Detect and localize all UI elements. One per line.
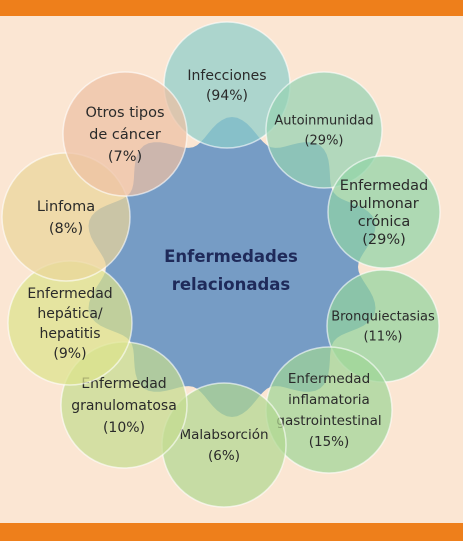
node-label-hepatica-2: hepática/ — [37, 306, 103, 322]
center-node: Enfermedades relacionadas — [88, 117, 376, 417]
node-label-pulmonar-3: crónica — [358, 214, 411, 230]
node-label-infecciones-1: Infecciones — [187, 68, 266, 84]
node-inflamatoria: Enfermedad inflamatoria gastrointestinal (1… — [265, 346, 393, 474]
node-label-pulmonar-1: Enfermedad — [340, 178, 428, 194]
node-label-hepatica-1: Enfermedad — [27, 286, 112, 302]
node-label-otros-1: Otros tipos — [85, 105, 164, 121]
node-label-linfoma-2: (8%) — [49, 221, 83, 237]
node-autoinmunidad: Autoinmunidad (29%) — [265, 71, 383, 189]
node-label-inflamatoria-4: (15%) — [309, 434, 350, 450]
node-label-hepatica-3: hepatitis — [39, 326, 100, 342]
node-circle-otros — [62, 71, 188, 197]
node-pulmonar: Enfermedad pulmonar crónica (29%) — [327, 155, 441, 269]
top-orange-band — [0, 0, 463, 16]
node-malabsorcion: Malabsorción (6%) — [161, 382, 287, 508]
node-label-infecciones-2: (94%) — [206, 88, 248, 104]
center-label-line1: Enfermedades — [164, 247, 298, 266]
node-label-otros-3: (7%) — [108, 149, 142, 165]
node-label-granulomatosa-2: granulomatosa — [71, 398, 177, 414]
node-label-linfoma-1: Linfoma — [37, 199, 95, 215]
node-hepatica: Enfermedad hepática/hepatitis (9%) — [7, 260, 133, 386]
bottom-orange-band — [0, 523, 463, 541]
node-label-autoinmunidad-1: Autoinmunidad — [274, 114, 373, 129]
node-label-bronquiectasias-2: (11%) — [363, 330, 402, 345]
node-label-inflamatoria-3: gastrointestinal — [276, 413, 381, 429]
node-label-pulmonar-2: pulmonar — [349, 196, 418, 212]
node-label-inflamatoria-2: inflamatoria — [288, 392, 370, 408]
node-label-pulmonar-4: (29%) — [362, 232, 406, 248]
disease-nodes: Infecciones(94%)Autoinmunidad(29%)Enferm… — [1, 21, 441, 508]
node-otros: Otros tipos de cáncer (7%) — [62, 71, 188, 197]
node-label-malabsorcion-1: Malabsorción — [179, 427, 268, 443]
node-label-otros-2: de cáncer — [89, 127, 161, 143]
node-label-bronquiectasias-1: Bronquiectasias — [331, 310, 435, 325]
node-label-granulomatosa-1: Enfermedad — [81, 376, 166, 392]
node-label-malabsorcion-2: (6%) — [208, 448, 240, 464]
node-label-autoinmunidad-2: (29%) — [304, 134, 343, 149]
node-label-granulomatosa-3: (10%) — [103, 420, 145, 436]
node-label-hepatica-4: (9%) — [53, 346, 86, 362]
node-label-inflamatoria-1: Enfermedad — [288, 371, 370, 387]
center-label-line2: relacionadas — [172, 275, 291, 294]
center-wavy-shape — [88, 117, 376, 417]
node-circle-autoinmunidad — [265, 71, 383, 189]
node-circle-pulmonar — [327, 155, 441, 269]
